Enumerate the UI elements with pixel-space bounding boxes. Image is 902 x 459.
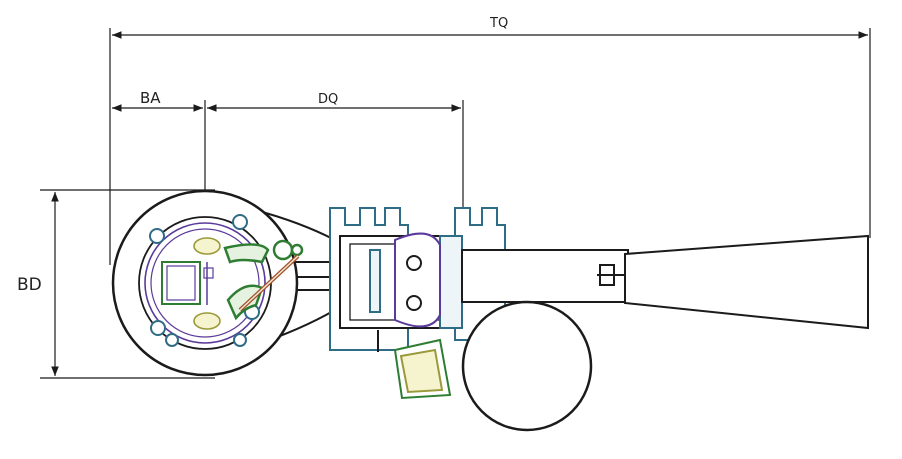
head-lugs [193,237,221,330]
linkage [223,239,304,321]
horn-nozzle [597,234,869,330]
valve-body [329,207,629,400]
ba-label: BA [140,89,161,107]
actuator-head [111,189,304,377]
dq-label: DQ [318,92,338,107]
tq-label: TQ [489,16,508,31]
float-ball [461,300,593,432]
dimension-lines [40,28,871,379]
bd-label: BD [17,275,42,295]
